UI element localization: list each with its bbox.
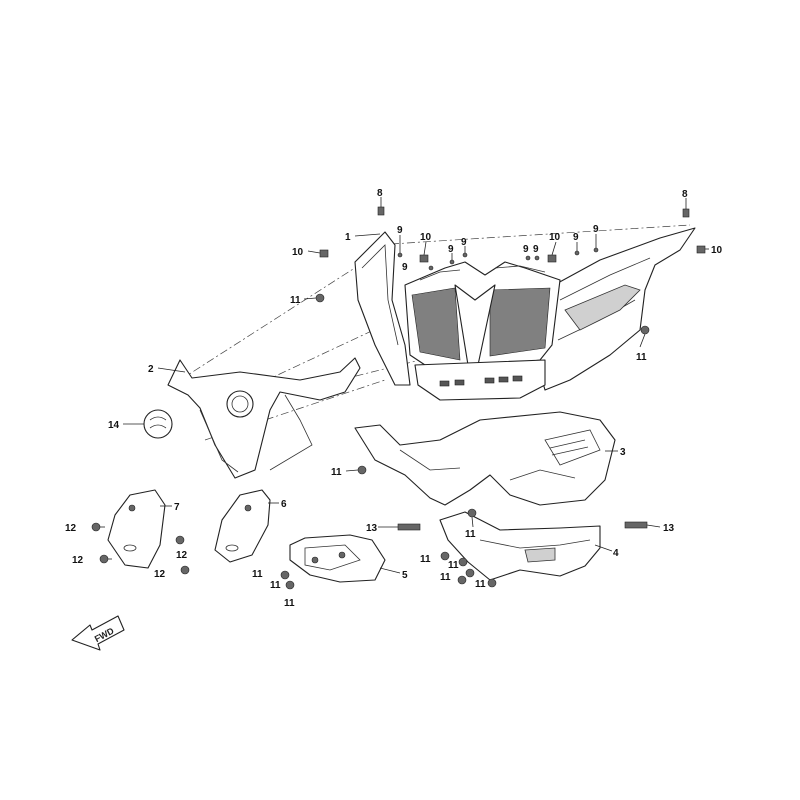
callout-8a: 8	[377, 188, 383, 199]
callout-11a: 11	[290, 295, 301, 306]
callout-4: 4	[613, 548, 619, 559]
bracket-part-5	[289, 534, 386, 583]
guard-part-7	[107, 489, 166, 569]
callout-2: 2	[148, 364, 154, 375]
callout-8b: 8	[682, 189, 688, 200]
cap-part-14	[143, 409, 173, 439]
lower-shield-part-4	[439, 511, 601, 581]
side-panel-part-3	[354, 411, 616, 506]
callout-11h: 11	[475, 579, 486, 590]
front-fascia-assembly	[354, 227, 696, 401]
callout-1: 1	[345, 232, 351, 243]
fasteners	[91, 206, 706, 590]
callout-numbers: 1 2 3 4 5 6 7 8 8 9 9 9 9 9 9 9 9 10 10 …	[65, 188, 723, 609]
callout-6: 6	[281, 499, 287, 510]
callout-12a: 12	[65, 523, 77, 534]
callout-11k: 11	[284, 598, 295, 609]
callout-14: 14	[108, 420, 120, 431]
callout-11e: 11	[420, 554, 431, 565]
callout-9a: 9	[397, 225, 403, 236]
callout-11g: 11	[440, 572, 451, 583]
callout-12d: 12	[154, 569, 166, 580]
callout-13a: 13	[366, 523, 378, 534]
callout-13b: 13	[663, 523, 675, 534]
callout-10a: 10	[292, 247, 304, 258]
callout-9c: 9	[461, 237, 467, 248]
callout-12c: 12	[176, 550, 188, 561]
callout-11c: 11	[331, 467, 342, 478]
callout-11d: 11	[465, 529, 476, 540]
callout-11b: 11	[636, 352, 647, 363]
leader-lines	[100, 197, 709, 574]
front-bumper-part-2	[167, 357, 361, 479]
callout-10d: 10	[711, 245, 723, 256]
callout-11j: 11	[270, 580, 281, 591]
callout-12b: 12	[72, 555, 84, 566]
callout-9f: 9	[573, 232, 579, 243]
callout-7: 7	[174, 502, 180, 513]
callout-5: 5	[402, 570, 408, 581]
callout-9g: 9	[593, 224, 599, 235]
callout-9d: 9	[523, 244, 529, 255]
guard-part-6	[214, 489, 271, 563]
callout-11f: 11	[448, 560, 459, 571]
callout-11i: 11	[252, 569, 263, 580]
callout-3: 3	[620, 447, 626, 458]
fwd-direction-arrow: FWD	[71, 615, 125, 651]
callout-10c: 10	[549, 232, 561, 243]
callout-9h: 9	[402, 262, 408, 273]
callout-10b: 10	[420, 232, 432, 243]
callout-9e: 9	[533, 244, 539, 255]
callout-9b: 9	[448, 244, 454, 255]
